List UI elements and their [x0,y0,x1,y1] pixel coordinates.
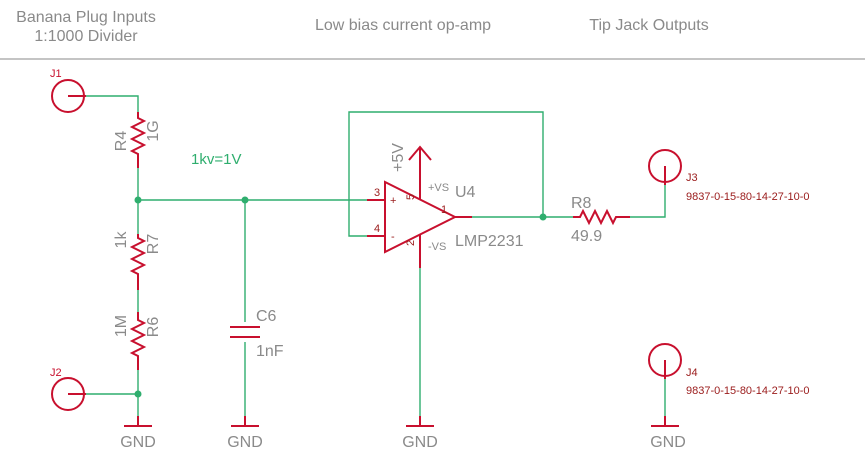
ground-label-3: GND [402,434,438,451]
jack-j2 [51,377,86,411]
r4-name: R4 [113,131,130,152]
ground-label-2: GND [227,434,263,451]
r6-name: R6 [145,317,162,338]
supply-label: +5V [390,143,407,172]
header-outputs: Tip Jack Outputs [589,17,708,34]
junction-output [539,213,547,221]
ground-symbol-1 [124,416,152,427]
r8-value: 49.9 [571,228,602,245]
j4-part: 9837-0-15-80-14-27-10-0 [686,385,810,397]
j3-part: 9837-0-15-80-14-27-10-0 [686,191,810,203]
u4-name: U4 [455,184,476,201]
opamp-pin2: 2 [405,240,417,246]
opamp-pin5: 5 [405,194,417,200]
opamp-vs-neg: -VS [428,241,446,253]
r7-value: 1k [113,231,130,249]
wire-r8-j3 [630,185,666,218]
opamp-pin1: 1 [441,204,447,216]
ground-symbol-2 [231,416,259,427]
header-inputs-line2: 1:1000 Divider [34,28,138,45]
ground-label-1: GND [120,434,156,451]
u4-value: LMP2231 [455,233,524,250]
opamp-vs-pos: +VS [428,182,449,194]
header-inputs-line1: Banana Plug Inputs [16,9,156,26]
j4-label: J4 [686,367,698,379]
capacitor-c6 [230,326,260,338]
junction-node-a [134,196,142,204]
jack-j4 [648,343,682,379]
ground-label-4: GND [650,434,686,451]
resistor-r8 [573,208,630,226]
opamp-u4 [367,166,472,268]
r4-value: 1G [145,120,162,141]
jack-j3 [648,149,682,185]
wire-j1-r4 [86,95,139,112]
net-label: 1kv=1V [191,151,241,168]
r6-value: 1M [113,315,130,337]
r7-name: R7 [145,234,162,255]
ground-symbol-4 [651,416,679,427]
c6-name: C6 [256,308,277,325]
opamp-minus: - [391,231,395,243]
opamp-plus: + [390,195,396,207]
r8-name: R8 [571,195,592,212]
c6-value: 1nF [256,343,284,360]
jack-j1 [51,79,86,113]
ground-symbol-3 [406,416,434,427]
resistor-r4 [129,112,147,168]
opamp-pin3: 3 [374,187,380,199]
supply-arrow [408,145,432,166]
opamp-pin4: 4 [374,223,380,235]
j1-label: J1 [50,68,62,80]
j3-label: J3 [686,172,698,184]
resistor-r6 [129,312,147,370]
resistor-r7 [129,234,147,290]
j2-label: J2 [50,367,62,379]
header-opamp: Low bias current op-amp [315,17,491,34]
wire-feedback-top [348,111,544,217]
